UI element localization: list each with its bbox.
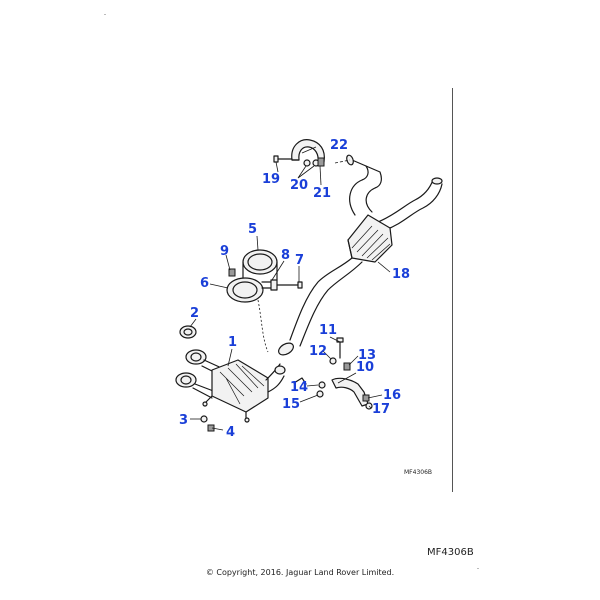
front-catalyst-downpipe (175, 349, 307, 423)
callout-21: 21 (313, 186, 331, 201)
scan-speck (104, 14, 106, 15)
frame-divider-line (452, 88, 453, 492)
callout-numbers: 1 2 3 4 5 6 7 8 9 10 11 12 13 14 15 16 1… (179, 138, 410, 440)
mid-clamp-assembly (226, 249, 303, 353)
callout-15: 15 (282, 397, 300, 412)
callout-3: 3 (179, 413, 188, 428)
diagram-reference-small: MF4306B (404, 469, 433, 476)
callout-10: 10 (356, 360, 374, 375)
callout-22: 22 (330, 138, 348, 153)
callout-7: 7 (295, 253, 304, 268)
callout-8: 8 (281, 248, 290, 263)
callout-4: 4 (226, 425, 235, 440)
gasket-part (179, 325, 197, 339)
upper-clamp-assembly (273, 139, 325, 167)
callout-19: 19 (262, 172, 280, 187)
callout-1: 1 (228, 335, 237, 350)
callout-16: 16 (383, 388, 401, 403)
callout-14: 14 (290, 380, 308, 395)
callout-11: 11 (319, 323, 337, 338)
callout-20: 20 (290, 178, 308, 193)
callout-2: 2 (190, 306, 199, 321)
copyright-notice: © Copyright, 2016. Jaguar Land Rover Lim… (205, 568, 395, 577)
rear-catalyst-y-pipe (278, 154, 443, 356)
callout-17: 17 (372, 402, 390, 417)
callout-6: 6 (200, 276, 209, 291)
leader-lines (189, 146, 391, 431)
diagram-reference-code: MF4306B (427, 547, 474, 558)
flange-fixings (200, 415, 215, 432)
callout-9: 9 (220, 244, 229, 259)
callout-18: 18 (392, 267, 410, 282)
callout-5: 5 (248, 222, 257, 237)
scan-speck (477, 568, 479, 569)
callout-13: 13 (358, 348, 376, 363)
callout-12: 12 (309, 344, 327, 359)
